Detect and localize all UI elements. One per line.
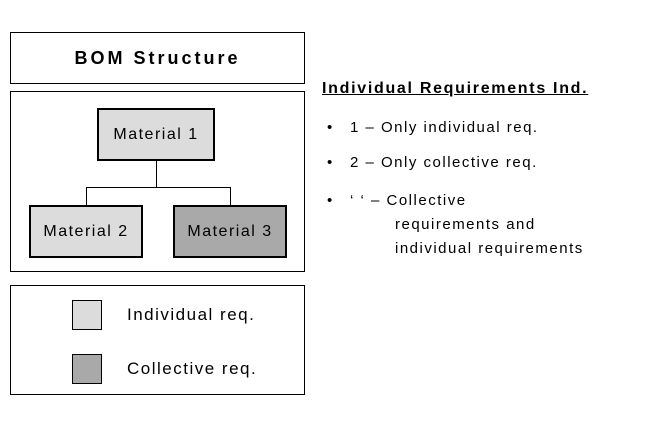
- bullet-1-text: 1 – Only individual req.: [350, 119, 539, 136]
- legend-item-individual: Individual req.: [72, 300, 255, 330]
- node-material-1: Material 1: [97, 108, 215, 161]
- bullet-icon: •: [327, 154, 334, 171]
- bullet-3-line-2: requirements and: [395, 216, 536, 233]
- bullet-item-1: • 1 – Only individual req.: [322, 118, 539, 137]
- connector-crossbar: [86, 187, 231, 188]
- bullet-item-2: • 2 – Only collective req.: [322, 153, 538, 172]
- node-material-3-label: Material 3: [187, 222, 273, 240]
- legend-box: Individual req. Collective req.: [10, 285, 305, 395]
- bullet-3-text: ‘ ‘ – Collective requirements and indivi…: [350, 189, 584, 261]
- individual-req-swatch-icon: [72, 300, 102, 330]
- bullet-2-text: 2 – Only collective req.: [350, 154, 538, 171]
- connector-root-stem: [156, 161, 157, 187]
- node-material-2: Material 2: [29, 205, 143, 258]
- requirements-panel: Individual Requirements Ind. • 1 – Only …: [322, 80, 647, 410]
- collective-req-swatch-icon: [72, 354, 102, 384]
- bullet-item-3: • ‘ ‘ – Collective requirements and indi…: [322, 189, 584, 261]
- bullet-icon: •: [327, 192, 334, 209]
- legend-label-individual: Individual req.: [127, 305, 256, 324]
- legend-item-collective: Collective req.: [72, 354, 257, 384]
- connector-drop-material-2: [86, 187, 87, 205]
- bom-tree-box: Material 1 Material 2 Material 3: [10, 91, 305, 272]
- node-material-2-label: Material 2: [43, 222, 129, 240]
- legend-label-collective: Collective req.: [127, 359, 258, 378]
- bom-title-box: BOM Structure: [10, 32, 305, 84]
- diagram-title: BOM Structure: [74, 47, 241, 68]
- node-material-1-label: Material 1: [113, 125, 199, 143]
- bullet-3-continuation: requirements and individual requirements: [395, 213, 584, 261]
- connector-drop-material-3: [230, 187, 231, 205]
- bullet-3-line-3: individual requirements: [395, 240, 584, 257]
- panel-heading: Individual Requirements Ind.: [322, 80, 589, 97]
- node-material-3: Material 3: [173, 205, 287, 258]
- bullet-icon: •: [327, 119, 334, 136]
- bullet-3-line-1: ‘ ‘ – Collective: [350, 192, 467, 209]
